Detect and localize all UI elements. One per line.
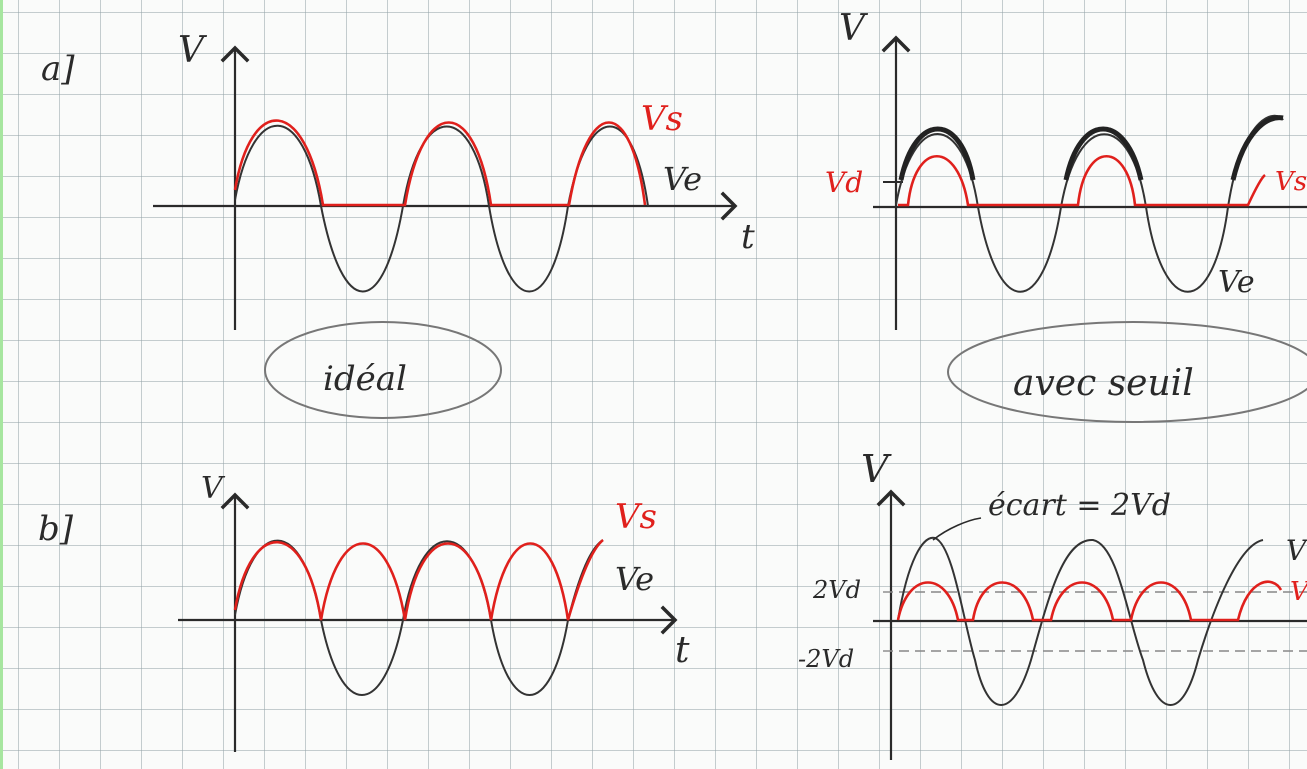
a-seuil-vs-curve — [898, 154, 1266, 207]
graph-a-ideal: V t Vs Ve idéal — [153, 30, 755, 419]
b-seuil-vs-label: V — [1290, 577, 1307, 607]
a-ideal-vs-curve — [233, 119, 647, 207]
b-ideal-vs-curve — [233, 538, 604, 621]
b-ideal-vs-label: Vs — [615, 497, 657, 537]
b-seuil-ecart-leader — [932, 517, 982, 541]
a-seuil-v-label: V — [839, 8, 869, 49]
b-ideal-ve-curve — [234, 539, 604, 696]
b-seuil-v-label: V — [861, 447, 892, 491]
b-seuil-ve-curve — [897, 536, 1264, 706]
a-ideal-caption-circle — [264, 321, 502, 419]
graph-b-seuil: V écart = 2Vd 2Vd -2Vd V V — [798, 447, 1307, 760]
a-ideal-v-label: V — [178, 30, 208, 71]
b-ideal-v-label: V — [201, 471, 226, 506]
b-seuil-vs-curve — [896, 580, 1283, 622]
a-seuil-caption-circle — [947, 321, 1307, 423]
graph-a-seuil: V Vd Vs Ve avec seuil — [825, 8, 1307, 423]
a-ideal-vs-label: Vs — [641, 99, 683, 139]
panel-a-label: a] — [41, 49, 75, 89]
a-ideal-t-label: t — [741, 217, 755, 257]
diode-waveform-sketches: a] V t Vs Ve idéal V Vd Vs Ve avec seuil… — [38, 8, 1307, 760]
b-seuil-2vd-label: 2Vd — [812, 576, 861, 604]
graph-b-ideal: V t Vs Ve — [178, 471, 690, 752]
a-ideal-ve-curve — [234, 124, 649, 293]
a-seuil-ve-bold — [898, 115, 1284, 181]
a-ideal-ve-label: Ve — [663, 160, 702, 198]
b-seuil-ecart-label: écart = 2Vd — [988, 488, 1171, 523]
a-ideal-caption: idéal — [323, 359, 407, 399]
a-seuil-ve-label: Ve — [1218, 265, 1255, 300]
b-seuil-ve-label: V — [1286, 534, 1307, 567]
a-seuil-vs-label: Vs — [1275, 167, 1307, 197]
a-seuil-caption: avec seuil — [1013, 363, 1194, 404]
a-seuil-vd-label: Vd — [825, 166, 863, 199]
b-ideal-t-label: t — [675, 630, 690, 671]
b-seuil-minus-2vd-label: -2Vd — [798, 645, 854, 673]
panel-b-label: b] — [38, 509, 74, 549]
b-ideal-ve-label: Ve — [615, 560, 654, 598]
